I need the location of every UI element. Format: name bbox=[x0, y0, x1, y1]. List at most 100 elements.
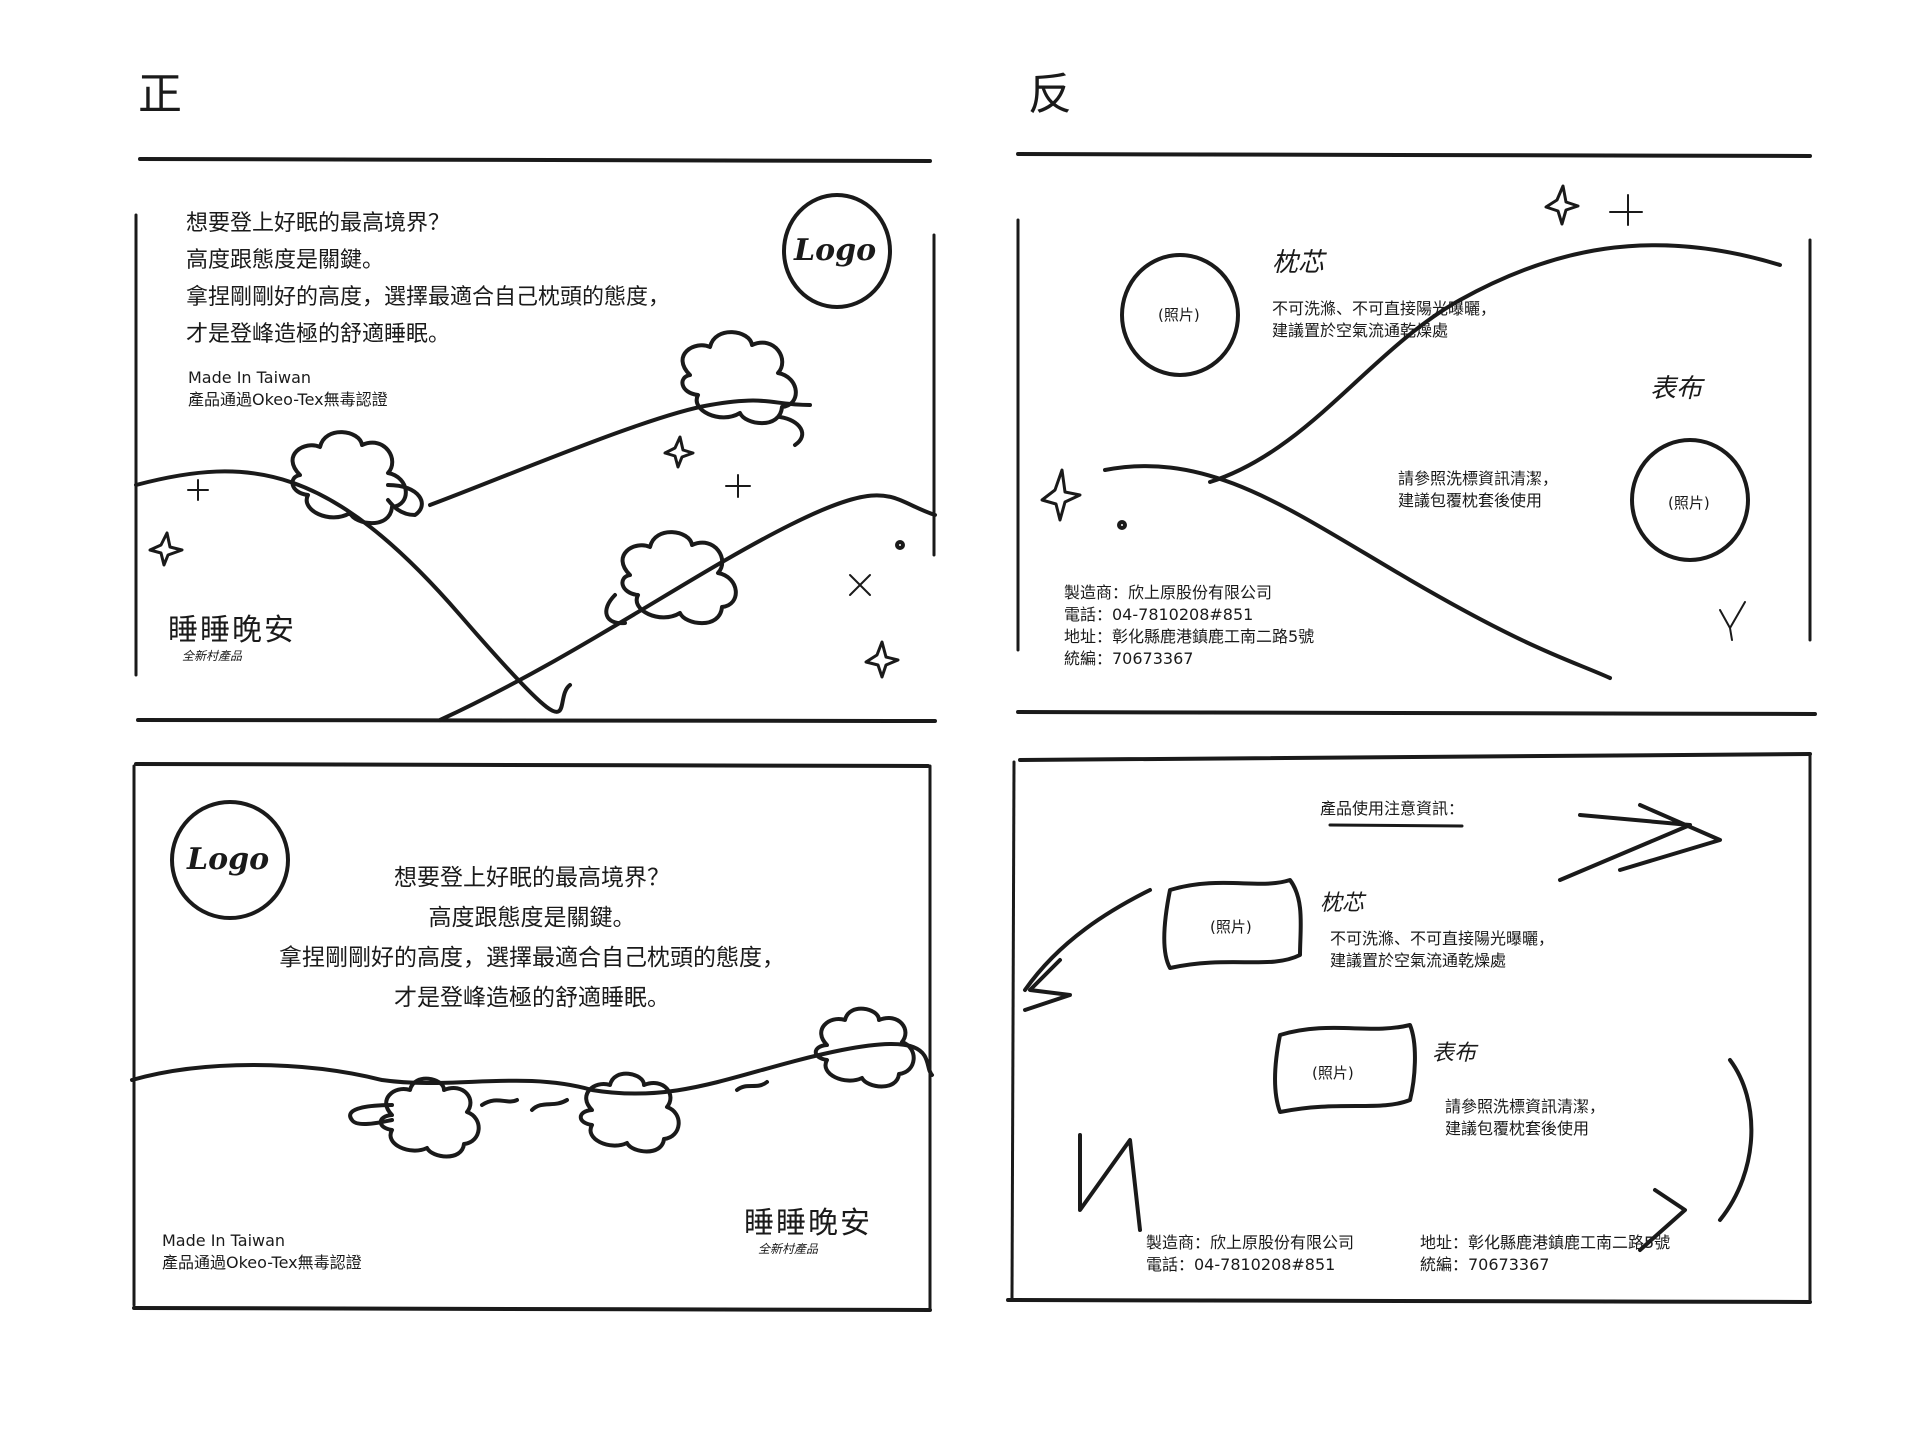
slogan-line-3: 拿捏剛剛好的高度，選擇最適合自己枕頭的態度， bbox=[186, 285, 671, 310]
cover-care-line-2: 建議包覆枕套後使用 bbox=[1398, 491, 1543, 510]
sparkle-icon bbox=[849, 574, 871, 596]
photo-circle-cover bbox=[1630, 438, 1750, 562]
logo: Logo bbox=[794, 233, 877, 268]
address: 地址：彰化縣鹿港鎮鹿工南二路5號 bbox=[1064, 627, 1315, 646]
sparkle-icon bbox=[725, 474, 751, 498]
cover-care-text: 請參照洗標資訊清潔， 建議包覆枕套後使用 bbox=[1445, 1096, 1605, 1140]
cover-care-text: 請參照洗標資訊清潔， 建議包覆枕套後使用 bbox=[1398, 468, 1558, 512]
pillow-care-line-1: 不可洗滌、不可直接陽光曝曬， bbox=[1330, 929, 1555, 948]
photo-frame-cover bbox=[1273, 1023, 1417, 1114]
frame-top-border bbox=[1018, 752, 1812, 762]
frame-top-border bbox=[134, 762, 930, 768]
frame-bottom-border bbox=[132, 1306, 932, 1312]
star-icon bbox=[1040, 468, 1082, 522]
back-card-bottom: 產品使用注意資訊： (照片) (照片) 枕芯 不可洗滌、不可直接陽光曝曬， 建議… bbox=[1000, 750, 1820, 1310]
zigzag-right bbox=[1558, 803, 1722, 882]
sparkle-icon bbox=[1609, 194, 1643, 226]
tax-id: 統編：70673367 bbox=[1420, 1255, 1550, 1274]
star-icon bbox=[148, 531, 184, 567]
pillow-label: 枕芯 bbox=[1272, 248, 1325, 278]
photo-frame-pillow bbox=[1162, 878, 1303, 970]
frame-bottom-border bbox=[1016, 710, 1817, 716]
front-card-bottom-artwork bbox=[130, 762, 934, 1312]
frame-top-border bbox=[138, 157, 932, 163]
sheep-left bbox=[378, 1076, 481, 1159]
cover-care-line-2: 建議包覆枕套後使用 bbox=[1445, 1119, 1590, 1138]
logo-circle bbox=[170, 800, 290, 920]
photo-placeholder-pillow: (照片) bbox=[1158, 306, 1200, 324]
cover-care-line-1: 請參照洗標資訊清潔， bbox=[1445, 1097, 1606, 1116]
hill-middle bbox=[428, 398, 812, 507]
back-card-bottom-artwork bbox=[1006, 752, 1812, 1304]
star-icon bbox=[1544, 184, 1580, 226]
cover-care-line-1: 請參照洗標資訊清潔， bbox=[1398, 469, 1559, 488]
photo-placeholder-cover: (照片) bbox=[1312, 1064, 1354, 1082]
sparkle-icon bbox=[187, 479, 209, 501]
brand-sub: 全新村產品 bbox=[758, 1242, 819, 1256]
tax-id: 統編：70673367 bbox=[1064, 649, 1194, 668]
pillow-care-line-1: 不可洗滌、不可直接陽光曝曬， bbox=[1272, 299, 1497, 318]
slogan-line-2: 高度跟態度是關鍵。 bbox=[428, 905, 636, 931]
origin-block: Made In Taiwan 產品通過Okeo-Tex無毒認證 bbox=[162, 1230, 362, 1274]
sheep-upper bbox=[680, 330, 798, 426]
swoosh-left bbox=[1023, 888, 1152, 992]
star-icon bbox=[663, 435, 695, 469]
ground-line bbox=[130, 1041, 934, 1096]
photo-placeholder-cover: (照片) bbox=[1668, 494, 1710, 512]
manufacturer: 製造商：欣上原股份有限公司 bbox=[1064, 583, 1273, 602]
swoosh-right bbox=[1718, 1058, 1754, 1222]
slogan-block: 想要登上好眠的最高境界？ 高度跟態度是關鍵。 拿捏剛剛好的高度，選擇最適合自己枕… bbox=[186, 205, 670, 353]
address: 地址：彰化縣鹿港鎮鹿工南二路5號 bbox=[1420, 1233, 1671, 1252]
maker-info-right: 地址：彰化縣鹿港鎮鹿工南二路5號 統編：70673367 bbox=[1420, 1232, 1670, 1276]
zigzag-bottom-right bbox=[1638, 1188, 1687, 1252]
frame-bottom-border bbox=[1006, 1298, 1812, 1304]
hill-left bbox=[134, 469, 572, 714]
zigzag-bottom-left bbox=[1078, 1133, 1142, 1232]
maker-info-left: 製造商：欣上原股份有限公司 電話：04-7810208#851 bbox=[1146, 1232, 1354, 1276]
made-in-taiwan: Made In Taiwan bbox=[188, 368, 312, 387]
logo-circle bbox=[782, 193, 892, 309]
brand-sub: 全新村產品 bbox=[182, 649, 243, 663]
maker-info: 製造商：欣上原股份有限公司 電話：04-7810208#851 地址：彰化縣鹿港… bbox=[1064, 582, 1314, 670]
brand-name: 睡睡晚安 bbox=[168, 613, 296, 648]
cover-label: 表布 bbox=[1650, 374, 1703, 404]
pillow-care-text: 不可洗滌、不可直接陽光曝曬， 建議置於空氣流通乾燥處 bbox=[1272, 298, 1496, 342]
curve-upper bbox=[1208, 243, 1782, 484]
curve-lower bbox=[1103, 464, 1612, 680]
notice-title: 產品使用注意資訊： bbox=[1320, 799, 1465, 818]
sheep-middle bbox=[578, 1071, 681, 1154]
manufacturer: 製造商：欣上原股份有限公司 bbox=[1146, 1233, 1355, 1252]
pillow-care-line-2: 建議置於空氣流通乾燥處 bbox=[1272, 321, 1449, 340]
back-heading: 反 bbox=[1028, 69, 1072, 120]
front-heading: 正 bbox=[138, 69, 182, 120]
photo-placeholder-pillow: (照片) bbox=[1210, 918, 1252, 936]
hill-right bbox=[438, 493, 937, 722]
phone: 電話：04-7810208#851 bbox=[1064, 605, 1254, 624]
sheep-lower bbox=[620, 530, 738, 626]
slogan-line-4: 才是登峰造極的舒適睡眠。 bbox=[394, 985, 670, 1011]
frame-left-border bbox=[1010, 760, 1016, 1300]
star-icon bbox=[864, 640, 900, 679]
photo-circle-pillow bbox=[1120, 253, 1240, 377]
origin-block: Made In Taiwan 產品通過Okeo-Tex無毒認證 bbox=[188, 367, 388, 411]
certification: 產品通過Okeo-Tex無毒認證 bbox=[188, 390, 388, 409]
slogan-line-1: 想要登上好眠的最高境界？ bbox=[186, 211, 451, 236]
front-card-top: Logo 想要登上好眠的最高境界？ 高度跟態度是關鍵。 拿捏剛剛好的高度，選擇最… bbox=[130, 155, 940, 725]
front-card-bottom: Logo 想要登上好眠的最高境界？ 高度跟態度是關鍵。 拿捏剛剛好的高度，選擇最… bbox=[122, 760, 942, 1320]
slogan-line-1: 想要登上好眠的最高境界？ bbox=[394, 865, 670, 891]
back-card-top: (照片) (照片) 枕芯 不可洗滌、不可直接陽光曝曬， 建議置於空氣流通乾燥處 … bbox=[1010, 150, 1820, 720]
slogan-block: 想要登上好眠的最高境界？ 高度跟態度是關鍵。 拿捏剛剛好的高度，選擇最適合自己枕… bbox=[232, 858, 832, 1018]
pillow-care-text: 不可洗滌、不可直接陽光曝曬， 建議置於空氣流通乾燥處 bbox=[1330, 928, 1554, 972]
cover-label: 表布 bbox=[1432, 1041, 1477, 1066]
frame-top-border bbox=[1016, 152, 1812, 158]
sheep-right bbox=[813, 1006, 916, 1089]
back-card-top-artwork bbox=[1016, 152, 1817, 716]
slogan-line-2: 高度跟態度是關鍵。 bbox=[186, 248, 385, 273]
certification: 產品通過Okeo-Tex無毒認證 bbox=[162, 1253, 362, 1272]
made-in-taiwan: Made In Taiwan bbox=[162, 1231, 286, 1250]
sparkle-icon bbox=[1719, 601, 1746, 641]
slogan-line-4: 才是登峰造極的舒適睡眠。 bbox=[186, 322, 451, 347]
phone: 電話：04-7810208#851 bbox=[1146, 1255, 1336, 1274]
logo: Logo bbox=[187, 842, 270, 877]
front-card-top-artwork bbox=[134, 157, 937, 723]
